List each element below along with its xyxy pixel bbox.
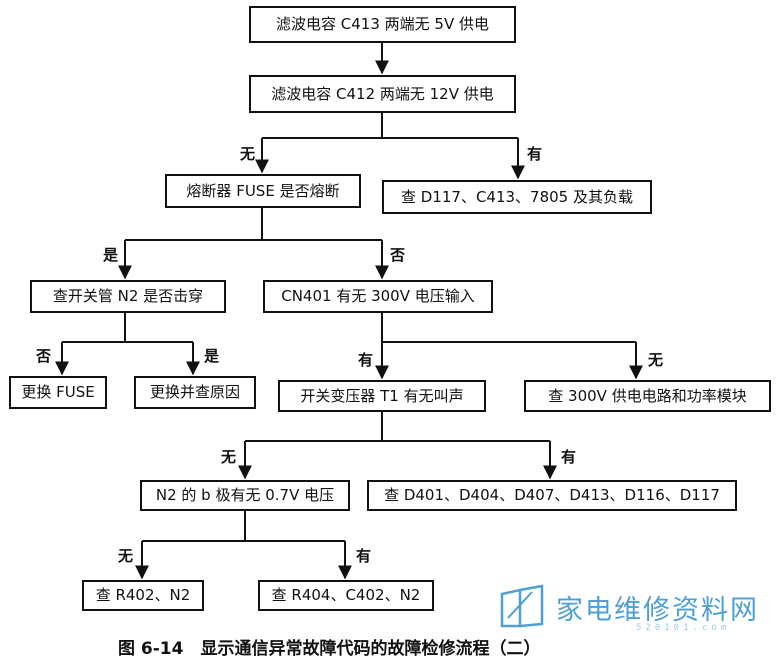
figure-caption: 图 6-14 显示通信异常故障代码的故障检修流程（二）	[118, 639, 541, 659]
node-n2-b-pole-voltage: N2 的 b 极有无 0.7V 电压	[140, 480, 350, 511]
node-no-5v-supply: 滤波电容 C413 两端无 5V 供电	[249, 6, 516, 43]
watermark-logo-icon	[500, 584, 544, 628]
node-no-12v-supply: 滤波电容 C412 两端无 12V 供电	[249, 75, 516, 113]
node-check-r404-c402-n2: 查 R404、C402、N2	[258, 580, 434, 611]
node-check-d117-c413-7805: 查 D117、C413、7805 及其负载	[382, 180, 652, 214]
edge-label-n2-n4: 有	[527, 145, 543, 163]
watermark-text: 家电维修资料网	[556, 595, 759, 626]
edge-label-n9-n12: 有	[561, 448, 577, 466]
node-transformer-t1-noise: 开关变压器 T1 有无叫声	[278, 380, 486, 412]
node-replace-and-check-cause: 更换并查原因	[134, 376, 256, 409]
node-check-r402-n2: 查 R402、N2	[82, 580, 204, 611]
edge-label-n11-n14: 有	[356, 547, 372, 565]
edge-label-n5-n7: 否	[36, 347, 52, 365]
edge-label-n11-n13: 无	[118, 547, 134, 565]
edge-label-n5-n8: 是	[204, 347, 220, 365]
node-check-n2-breakdown: 查开关管 N2 是否击穿	[30, 280, 226, 313]
edge-label-n3-n6: 否	[390, 246, 406, 264]
node-check-diodes: 查 D401、D404、D407、D413、D116、D117	[367, 480, 737, 511]
edge-label-n6-n10: 无	[648, 351, 664, 369]
node-replace-fuse: 更换 FUSE	[9, 376, 107, 409]
edge-label-n9-n11: 无	[221, 448, 237, 466]
watermark-url: 520101.com	[636, 623, 731, 633]
node-fuse-blown: 熔断器 FUSE 是否熔断	[165, 174, 361, 208]
edge-label-n2-n3: 无	[240, 145, 256, 163]
node-check-300v-supply-power-module: 查 300V 供电电路和功率模块	[524, 380, 771, 412]
node-cn401-300v-input: CN401 有无 300V 电压输入	[263, 280, 493, 313]
watermark: 家电维修资料网 520101.com	[498, 584, 768, 634]
edge-label-n6-n9: 有	[358, 351, 374, 369]
edge-label-n3-n5: 是	[103, 246, 119, 264]
